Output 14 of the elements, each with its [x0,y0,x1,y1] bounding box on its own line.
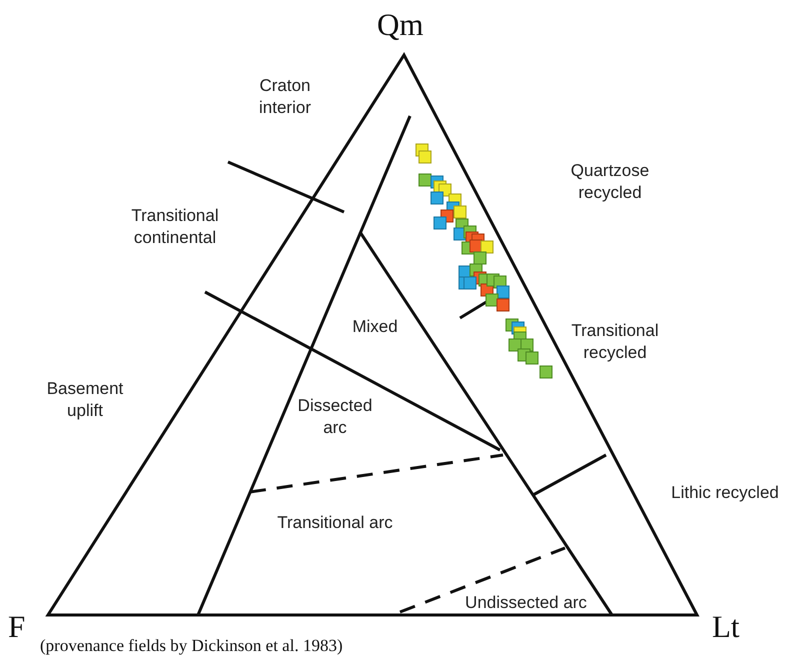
vertex-label: Qm [377,8,424,42]
vertex-label: F [8,610,26,644]
field-label: Lithic recycled [670,482,780,504]
field-label: Dissected arc [296,395,374,439]
field-label: Transitional recycled [570,320,660,364]
field-label: Transitional continental [130,205,220,249]
field-label: Basement uplift [46,378,124,422]
field-label: Transitional arc [276,512,394,534]
field-label: Undissected arc [464,592,588,614]
caption: (provenance fields by Dickinson et al. 1983) [40,636,343,656]
field-label: Mixed [351,316,399,338]
field-label: Craton interior [258,75,312,119]
vertex-label: Lt [712,610,741,644]
field-label: Quartzose recycled [570,160,650,204]
